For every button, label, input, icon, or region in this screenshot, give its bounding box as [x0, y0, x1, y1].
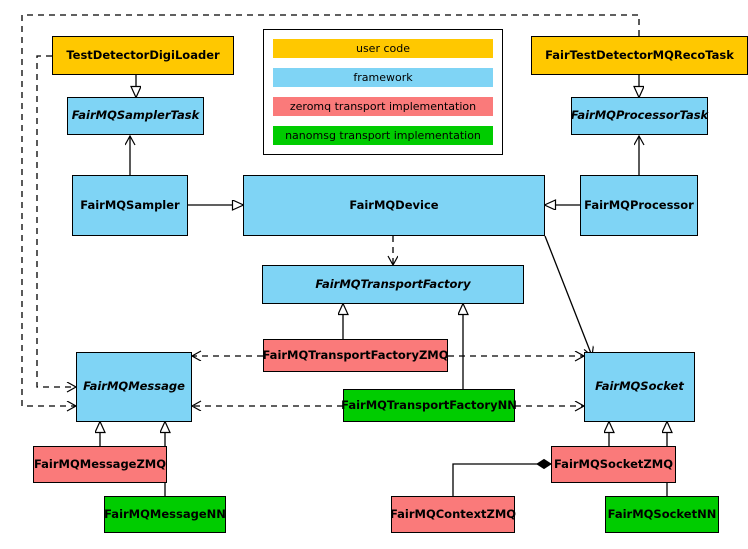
- node-FairMQProcessorTask[interactable]: FairMQProcessorTask: [571, 97, 708, 135]
- node-FairMQSamplerTask[interactable]: FairMQSamplerTask: [67, 97, 204, 135]
- node-FairMQContextZMQ[interactable]: FairMQContextZMQ: [390, 496, 516, 533]
- node-FairTestDetectorMQRecoTask[interactable]: FairTestDetectorMQRecoTask: [531, 36, 748, 75]
- legend-panel: user code framework zeromq transport imp…: [263, 29, 503, 155]
- node-FairMQSocketZMQ[interactable]: FairMQSocketZMQ: [551, 446, 676, 483]
- node-FairMQMessageNN[interactable]: FairMQMessageNN: [104, 496, 226, 533]
- node-FairMQDevice[interactable]: FairMQDevice: [243, 175, 545, 236]
- edge-device-socket: [544, 235, 592, 356]
- node-FairMQMessageZMQ[interactable]: FairMQMessageZMQ: [33, 446, 167, 483]
- node-FairMQSampler[interactable]: FairMQSampler: [72, 175, 188, 236]
- node-FairMQSocket[interactable]: FairMQSocket: [584, 352, 695, 422]
- legend-item-nanomsg: nanomsg transport implementation: [273, 126, 493, 145]
- node-TestDetectorDigiLoader[interactable]: TestDetectorDigiLoader: [52, 36, 234, 75]
- legend-item-framework: framework: [273, 68, 493, 87]
- edge-socketzmq-contextzmq: [452, 458, 552, 496]
- legend-item-zeromq: zeromq transport implementation: [273, 97, 493, 116]
- node-FairMQTransportFactory[interactable]: FairMQTransportFactory: [262, 265, 524, 304]
- node-FairMQMessage[interactable]: FairMQMessage: [76, 352, 192, 422]
- node-FairMQTransportFactoryNN[interactable]: FairMQTransportFactoryNN: [341, 389, 517, 422]
- node-FairMQProcessor[interactable]: FairMQProcessor: [580, 175, 698, 236]
- node-FairMQTransportFactoryZMQ[interactable]: FairMQTransportFactoryZMQ: [263, 339, 449, 372]
- node-FairMQSocketNN[interactable]: FairMQSocketNN: [605, 496, 719, 533]
- legend-item-user-code: user code: [273, 39, 493, 58]
